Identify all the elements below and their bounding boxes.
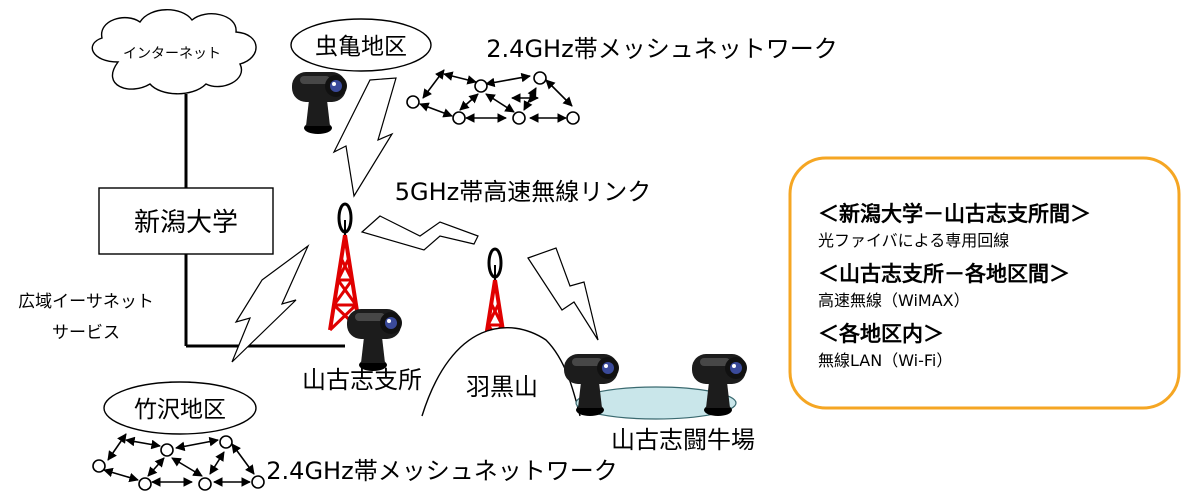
- section-2-heading: ＜山古志支所－各地区間＞: [818, 262, 1070, 286]
- wireless-bolts: [231, 77, 599, 363]
- niigata-univ-box: [98, 187, 274, 255]
- section-1-heading: ＜新潟大学－山古志支所間＞: [818, 202, 1091, 226]
- bullfight-pond: [575, 386, 737, 420]
- wide-area-ethernet-label-1: 広域イーサネット: [18, 292, 154, 312]
- mushigame-label: 虫亀地区: [315, 34, 407, 60]
- haguroyama-mountain: [421, 327, 581, 417]
- internet-label: インターネット: [123, 46, 221, 62]
- section-3-heading: ＜各地区内＞: [818, 322, 944, 346]
- mushigame-ellipse: [290, 18, 432, 72]
- mesh-top-label: 2.4GHz帯メッシュネットワーク: [486, 35, 837, 63]
- section-2-desc: 高速無線（WiMAX）: [818, 291, 970, 310]
- link-5ghz-label: 5GHz帯高速無線リンク: [395, 178, 652, 206]
- takezawa-label: 竹沢地区: [134, 397, 226, 423]
- mesh-bottom-label: 2.4GHz帯メッシュネットワーク: [266, 457, 617, 485]
- haguroyama-label: 羽黒山: [466, 373, 538, 401]
- wide-area-ethernet-label-2: サービス: [52, 323, 120, 343]
- camera-icon-branch: [347, 309, 402, 371]
- bullfight-label: 山古志闘牛場: [611, 426, 755, 454]
- camera-icon-mushigame: [292, 72, 347, 134]
- internet-cloud: インターネット: [91, 9, 257, 95]
- mesh-network-bottom: [92, 433, 265, 491]
- section-1-desc: 光ファイバによる専用回線: [818, 231, 1009, 250]
- niigata-univ-label: 新潟大学: [134, 208, 238, 238]
- mesh-network-top: [406, 69, 580, 125]
- section-3-desc: 無線LAN（Wi-Fi）: [818, 351, 952, 370]
- yamakoshi-branch-label: 山古志支所: [302, 366, 422, 394]
- takezawa-ellipse: [103, 381, 257, 435]
- legend-box: ＜新潟大学－山古志支所間＞ 光ファイバによる専用回線 ＜山古志支所－各地区間＞ …: [788, 156, 1181, 410]
